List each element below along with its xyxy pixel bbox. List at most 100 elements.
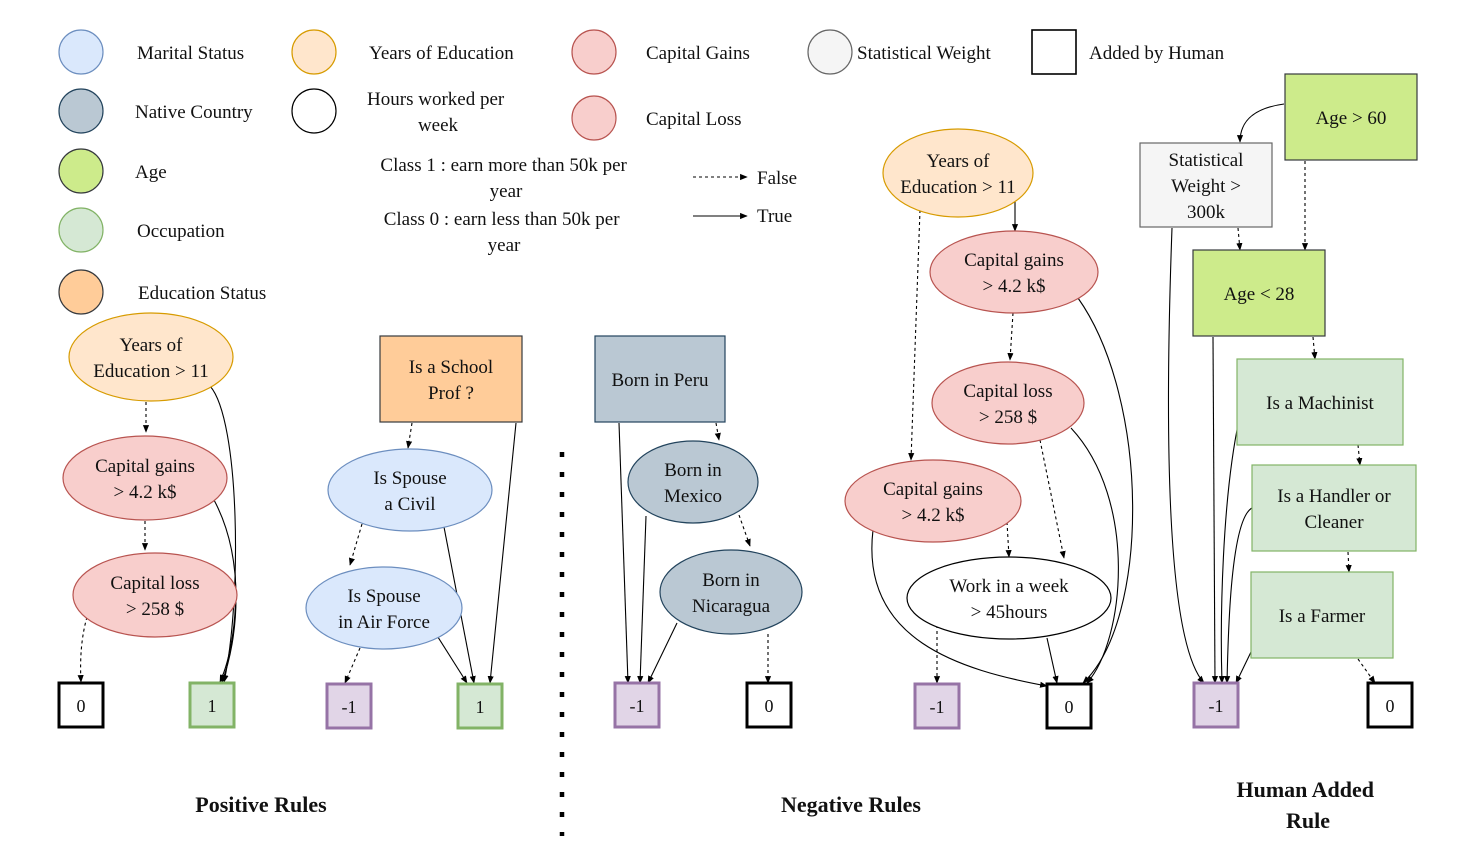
legend-label-hours-worked: Hours worked per week [367,89,509,136]
edge-false-p1-cl-to-p1-leaf0 [77,616,88,683]
node-h-age28: Age < 28 [1192,249,1326,337]
legend-swatch-years-of-education [291,29,337,75]
legend-item-occupation: Occupation [58,207,225,253]
node-label-p1-cg: Capital gains> 4.2 k$ [95,456,195,503]
node-h-leafm1: -1 [1192,681,1240,729]
node-label-n2-leafm1: -1 [930,697,945,717]
node-p1-cg: Capital gains> 4.2 k$ [62,435,228,521]
node-label-n1-leafm1: -1 [630,696,645,716]
node-shape-h-handler [1251,464,1417,552]
edge-true-n2-cl-to-n2-leaf0 [1070,427,1119,684]
node-label-line: Years of [927,151,991,172]
legend: Marital Status Native Country Age Occupa… [58,29,1225,315]
node-shape-p2-civil [327,448,493,532]
legend-item-added-by-human: Added by Human [1031,29,1225,75]
node-shape-p2-prof [379,335,523,423]
node-shape-n1-nicaragua [659,549,803,635]
node-label-p1-cl: Capital loss> 258 $ [110,573,199,620]
node-shape-n2-work [906,556,1112,640]
edge-false-h-sw-to-h-age28 [1236,227,1243,251]
node-label-line: a Civil [384,494,435,515]
node-shape-h-sw [1139,142,1273,228]
edge-true-n1-mexico-to-n1-leafm1 [637,515,647,684]
node-p2-leaf1: 1 [456,682,504,730]
node-shape-h-machinist [1236,358,1404,446]
legend-swatch-added-by-human [1031,29,1077,75]
node-label-line: Education > 11 [900,177,1016,198]
edge-true-n1-nicaragua-to-n1-leafm1 [647,622,678,684]
node-label-n1-peru: Born in Peru [611,370,709,391]
node-label-line: Years of [120,335,184,356]
node-label-line: > 258 $ [979,407,1037,428]
leaf-box-p1-leaf1 [188,681,236,729]
node-shape-p1-cg [62,435,228,521]
node-shape-h-age60 [1284,73,1418,161]
node-label-line: 0 [1386,696,1395,716]
node-label-line: -1 [342,697,357,717]
edge-false-p2-civil-to-p2-af [348,523,363,566]
node-label-line: 0 [77,696,86,716]
edge-true-h-handler-to-h-leafm1 [1224,507,1253,684]
node-label-n2-cl: Capital loss> 258 $ [963,381,1052,428]
legend-label-years-of-education: Years of Education [369,43,514,64]
node-label-line: Age > 60 [1316,108,1387,129]
node-p1-leaf0: 0 [57,681,105,729]
node-p1-leaf1: 1 [188,681,236,729]
node-label-h-farmer: Is a Farmer [1279,606,1366,627]
node-n2-cg2: Capital gains> 4.2 k$ [844,459,1022,543]
node-label-line: 0 [1065,697,1074,717]
node-label-line: > 45hours [971,602,1048,623]
node-label-line: 1 [208,696,217,716]
node-label-h-leafm1: -1 [1209,696,1224,716]
legend-swatch-education-status [58,269,104,315]
node-shape-n2-yoe [882,128,1034,218]
node-shape-n1-mexico [627,440,759,524]
node-label-line: Work in a week [949,576,1069,597]
edge-false-n2-cg2-to-n2-work [1005,521,1012,558]
legend-swatch-capital-loss [571,95,617,141]
edge-true-n2-cg2-to-n2-leaf0 [871,529,1048,688]
node-label-h-age28: Age < 28 [1224,284,1295,305]
leaf-box-p2-leafm1 [325,682,373,730]
edge-true-n1-peru-to-n1-leafm1 [618,422,631,684]
legend-item-native-country: Native Country [58,88,253,134]
node-label-line: Born in [664,460,722,481]
node-label-line: Is Spouse [373,468,446,489]
node-label-line: Capital gains [964,250,1064,271]
node-shape-p1-yoe [68,312,234,402]
section-title-human: Human Added Rule [1236,777,1379,833]
legend-label-age: Age [135,162,167,183]
legend-item-statistical-weight: Statistical Weight [807,29,991,75]
node-shape-p2-af [305,566,463,650]
legend-item-years-of-education: Years of Education [291,29,514,75]
node-shape-n2-cg1 [929,230,1099,314]
node-shape-n1-peru [594,335,726,423]
edge-true-h-age60-to-h-sw [1236,103,1285,143]
leaf-box-n2-leaf0 [1045,682,1093,730]
legend-label-marital-status: Marital Status [137,43,244,64]
leaf-box-h-leaf0 [1366,681,1414,729]
node-label-line: 1 [476,697,485,717]
node-shape-n2-cg2 [844,459,1022,543]
node-n1-leaf0: 0 [745,681,793,729]
node-h-leaf0: 0 [1366,681,1414,729]
node-label-line: -1 [1209,696,1224,716]
legend-label-added-by-human: Added by Human [1089,43,1225,64]
node-label-line: Is a Handler or [1277,486,1391,507]
node-p1-cl: Capital loss> 258 $ [72,552,238,638]
legend-item-capital-gains: Capital Gains [571,29,750,75]
edge-false-n2-yoe-to-n2-cg2 [908,209,921,461]
node-label-line: > 4.2 k$ [983,276,1046,297]
leaf-box-h-leafm1 [1192,681,1240,729]
edge-true-n2-cg1-to-n2-leaf0 [1077,297,1134,684]
leaf-box-n1-leafm1 [613,681,661,729]
node-label-line: -1 [630,696,645,716]
legend-class-descriptions: Class 1 : earn more than 50k per year Cl… [380,155,627,256]
node-label-line: Cleaner [1304,512,1364,533]
